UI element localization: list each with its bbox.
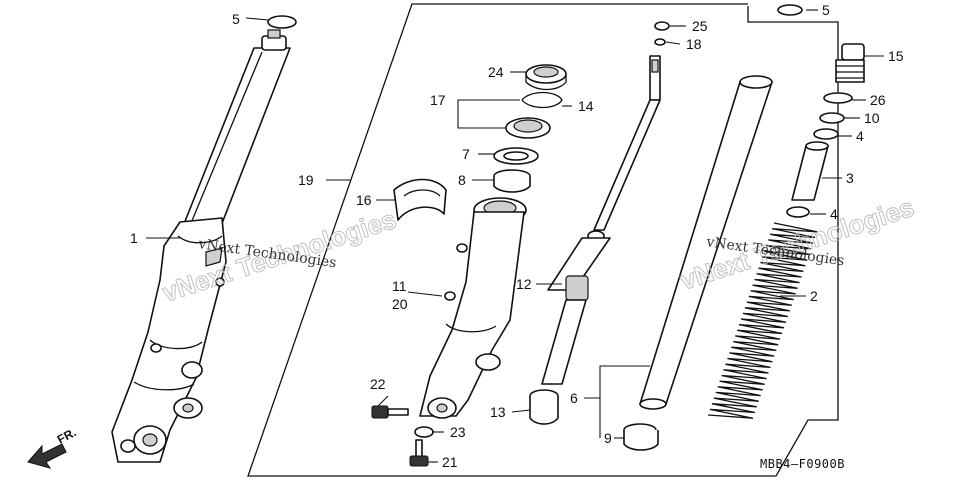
callout-2: 2 xyxy=(810,288,818,304)
callout-16: 16 xyxy=(356,192,372,208)
seal-stack xyxy=(493,64,567,193)
callout-8: 8 xyxy=(458,172,466,188)
callout-21: 21 xyxy=(442,454,458,470)
callout-1: 1 xyxy=(130,230,138,246)
callout-3: 3 xyxy=(846,170,854,186)
diagram-code: MBB4–F0900B xyxy=(760,457,845,471)
assembly-frame xyxy=(247,3,839,477)
callout-5-left: 5 xyxy=(232,11,240,27)
front-arrow-icon xyxy=(27,443,67,469)
oring-5-left xyxy=(267,15,297,29)
callout-14: 14 xyxy=(578,98,594,114)
fork-guard xyxy=(393,178,447,221)
front-direction-indicator: FR. xyxy=(27,425,79,469)
leader-lines xyxy=(146,9,884,463)
callouts: 5 5 1 19 24 17 14 7 8 16 11 20 22 23 21 … xyxy=(130,2,904,470)
callout-12: 12 xyxy=(516,276,532,292)
callout-11: 11 xyxy=(392,278,407,294)
callout-13: 13 xyxy=(490,404,506,420)
callout-22: 22 xyxy=(370,376,386,392)
callout-23: 23 xyxy=(450,424,466,440)
damper-rod xyxy=(541,21,670,385)
bolt-21 xyxy=(409,439,429,467)
callout-4-upper: 4 xyxy=(856,128,864,144)
fork-leg-assembly xyxy=(111,29,291,463)
callout-7: 7 xyxy=(462,146,470,162)
bushing-9 xyxy=(623,423,659,451)
washer-23 xyxy=(414,426,434,438)
spring-stack xyxy=(707,4,865,419)
callout-15: 15 xyxy=(888,48,904,64)
callout-9: 9 xyxy=(604,430,612,446)
callout-4-lower: 4 xyxy=(830,206,838,222)
callout-19: 19 xyxy=(298,172,314,188)
front-label: FR. xyxy=(55,425,79,446)
callout-18: 18 xyxy=(686,36,702,52)
outer-tube xyxy=(419,197,527,419)
inner-tube xyxy=(639,75,773,410)
callout-25: 25 xyxy=(692,18,708,34)
bushing-13 xyxy=(529,389,559,425)
callout-24: 24 xyxy=(488,64,504,80)
coil-spring xyxy=(707,222,818,419)
callout-20: 20 xyxy=(392,296,408,312)
bolt-22 xyxy=(371,405,409,419)
callout-10: 10 xyxy=(864,110,880,126)
callout-6: 6 xyxy=(570,390,578,406)
callout-5-right: 5 xyxy=(822,2,830,18)
callout-26: 26 xyxy=(870,92,886,108)
callout-17: 17 xyxy=(430,92,446,108)
